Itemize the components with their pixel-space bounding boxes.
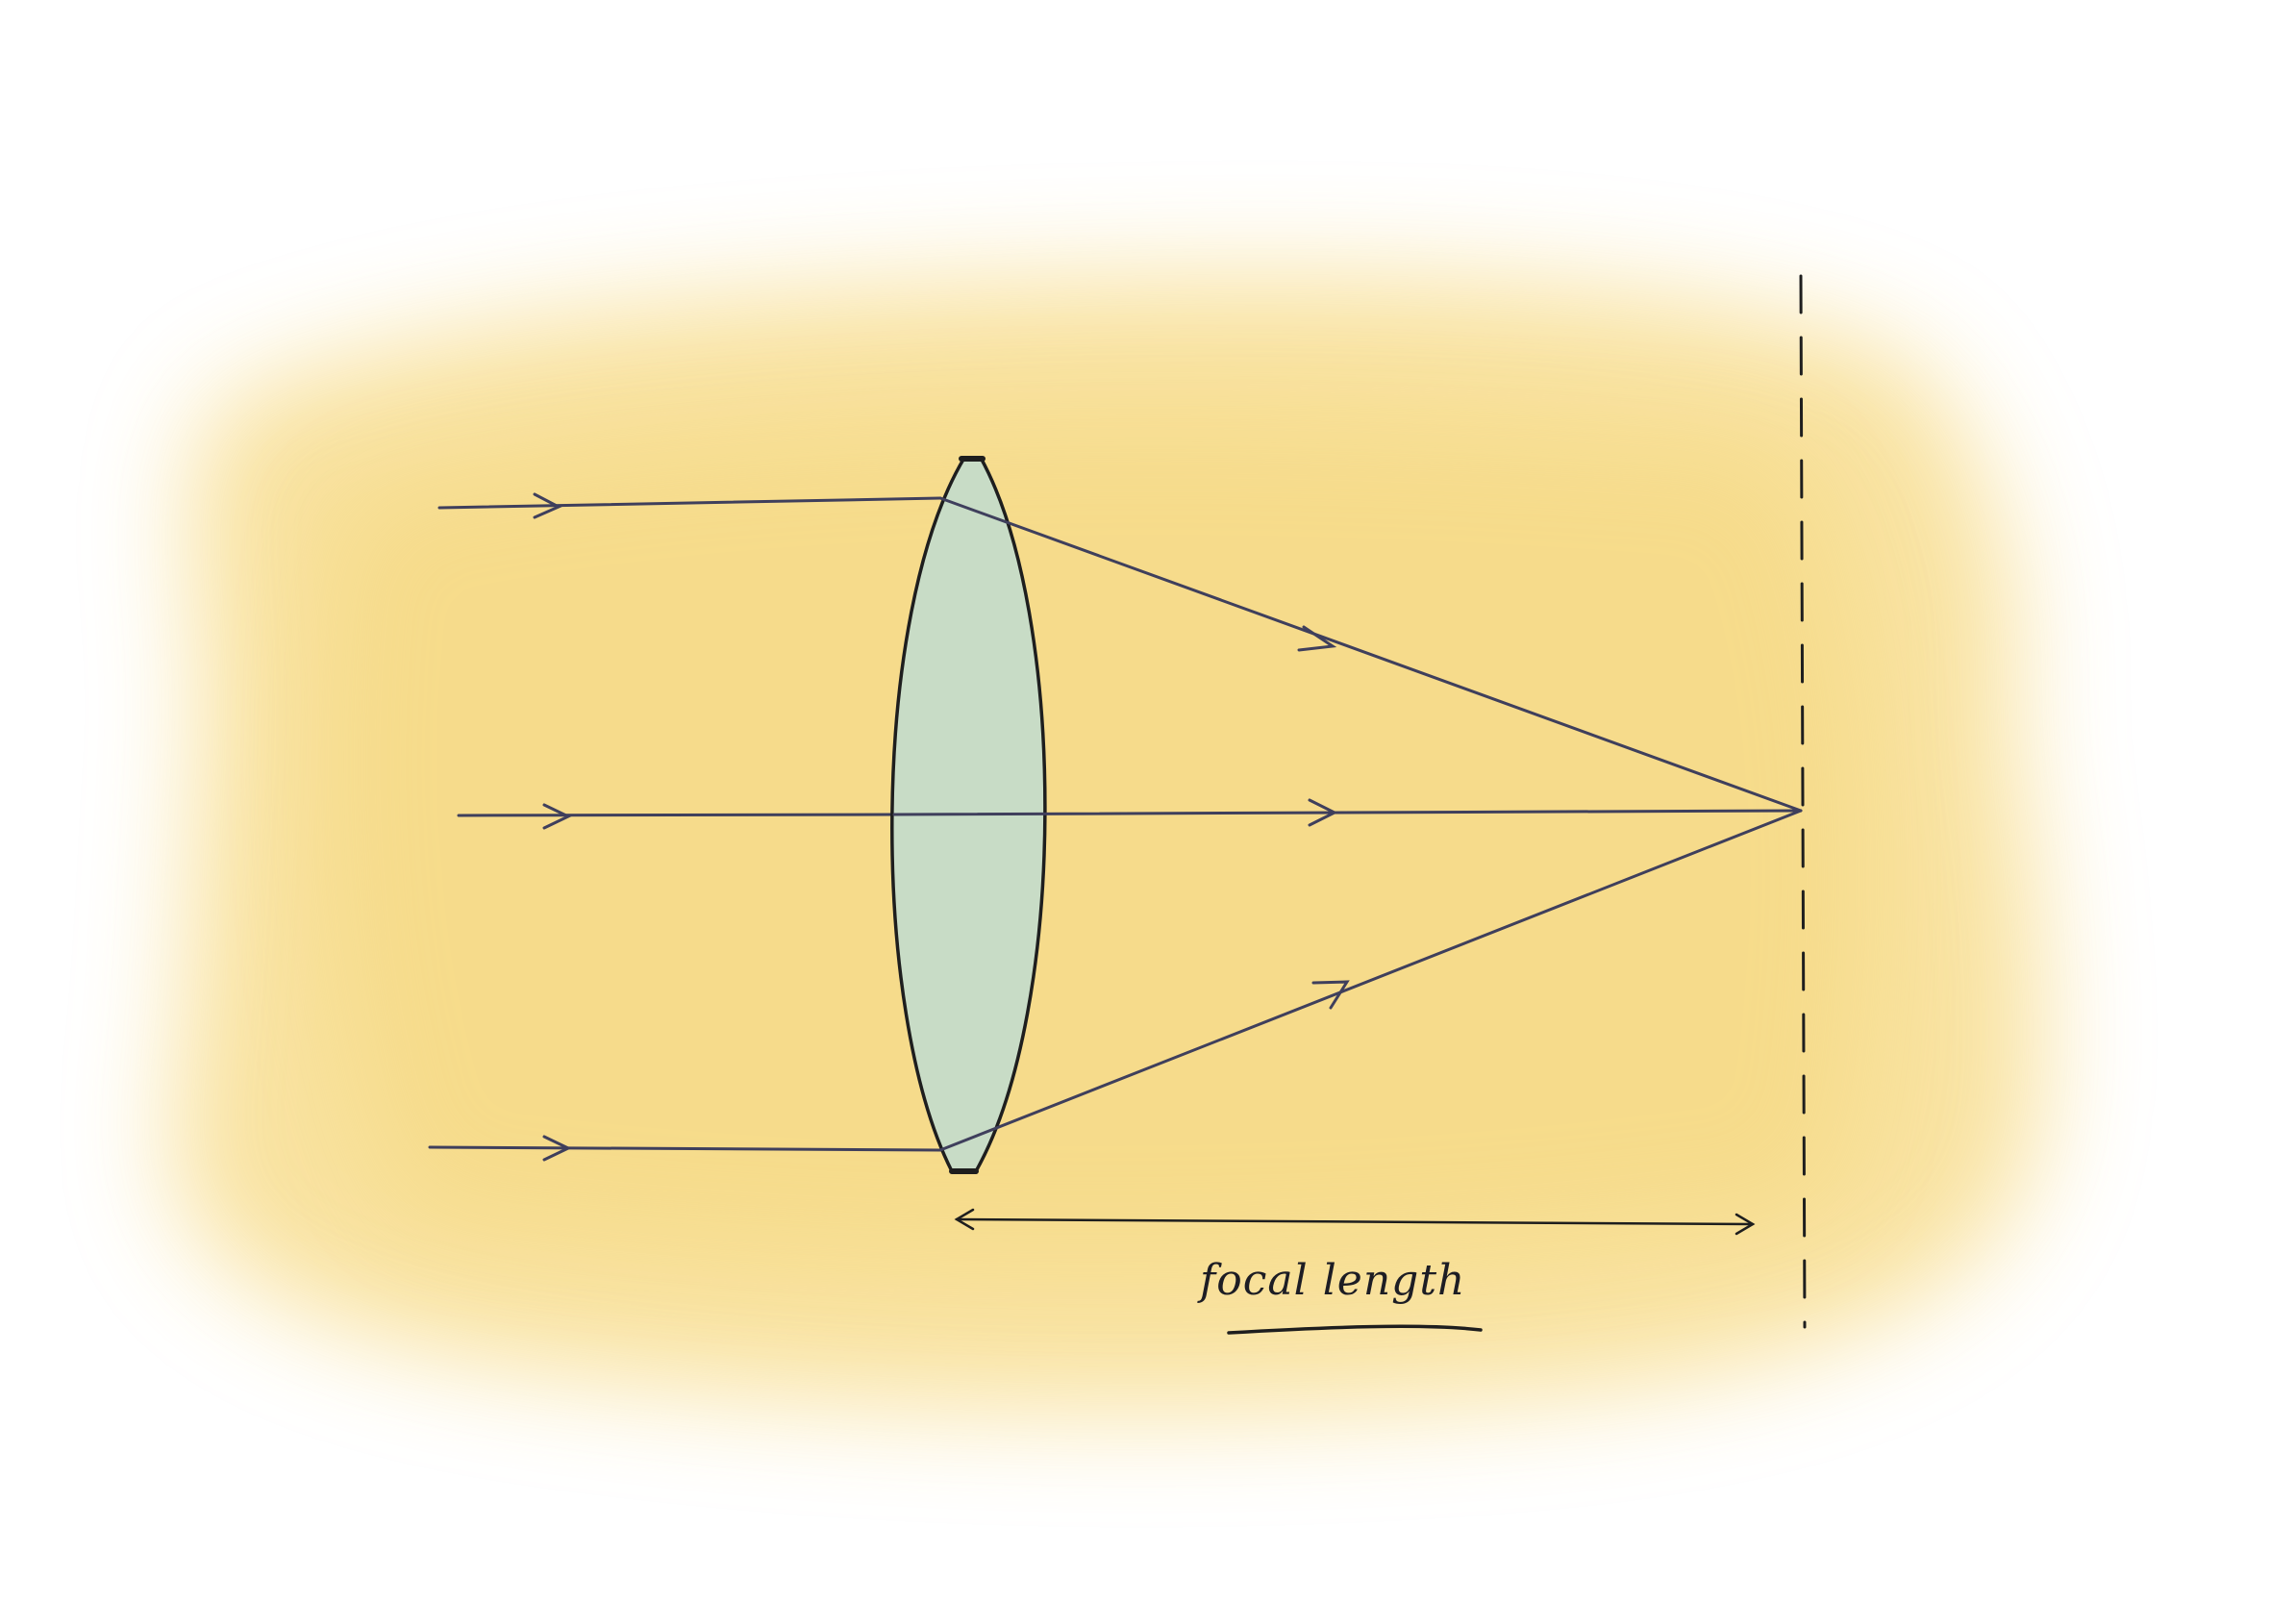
focal-arrowhead-right	[1734, 1213, 1756, 1236]
middle-ray-arrowhead-left	[542, 803, 572, 830]
top-ray-refracted	[938, 496, 1803, 813]
middle-ray-arrowhead-right	[1308, 798, 1338, 827]
top-ray-incoming	[437, 496, 942, 510]
focal-length-underline	[1227, 1324, 1483, 1335]
focal-length-arrow	[954, 1208, 1756, 1236]
middle-ray-through	[892, 809, 1803, 816]
top-ray-arrowhead	[533, 492, 562, 519]
incoming-rays	[428, 492, 942, 1162]
dashed-focal-plane	[1799, 274, 1807, 1329]
bottom-ray-arrowhead	[542, 1135, 572, 1162]
top-ray-refracted-arrowhead	[1297, 625, 1337, 652]
focal-arrowhead-left	[954, 1208, 975, 1231]
refracted-rays	[892, 496, 1803, 1152]
bottom-ray-refracted	[938, 809, 1803, 1152]
bottom-ray-refracted-arrowhead	[1311, 980, 1350, 1010]
watercolor-wash	[171, 276, 2041, 1412]
bottom-ray-incoming	[428, 1145, 942, 1152]
focal-length-label: focal length	[1197, 1256, 1465, 1305]
